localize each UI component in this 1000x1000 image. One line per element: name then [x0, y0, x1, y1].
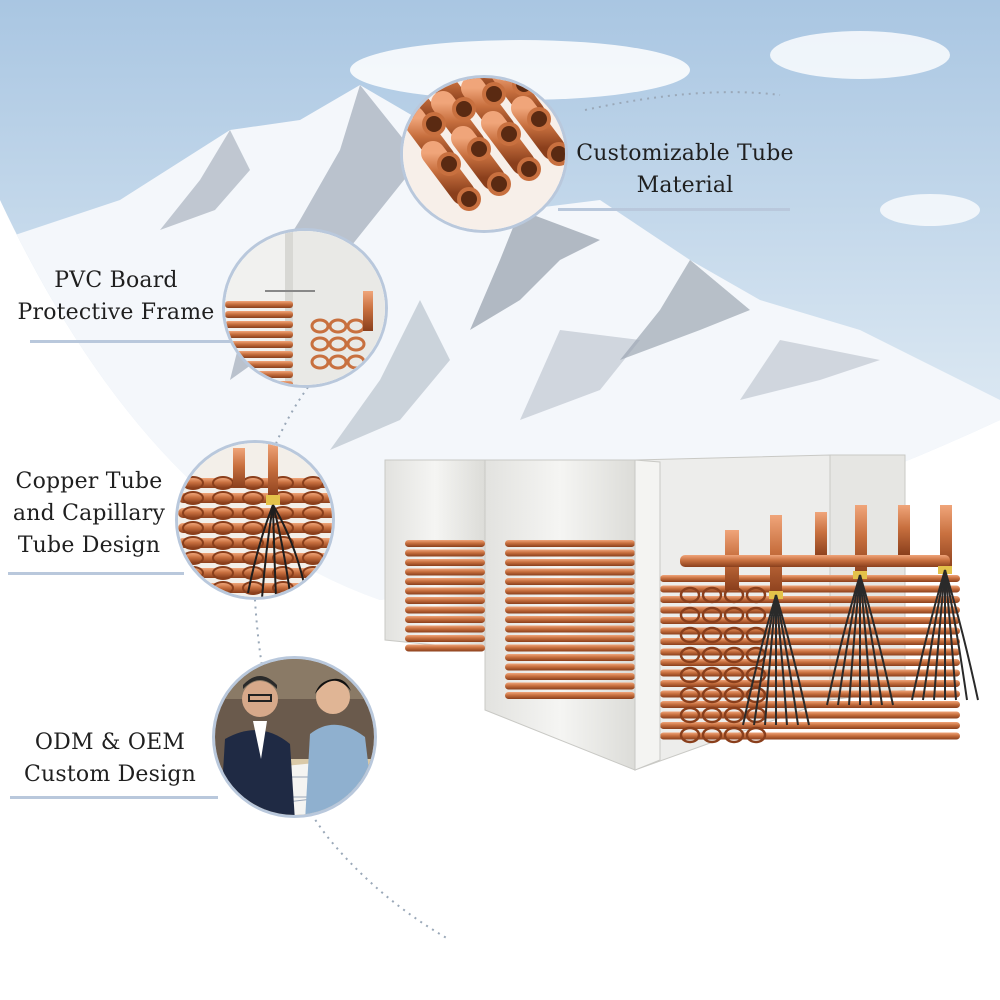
- copper-pipes-icon: [400, 75, 568, 233]
- feature-label-tube-material: Customizable Tube Material: [560, 138, 810, 202]
- feature-underline: [10, 796, 218, 799]
- label-line: Protective Frame: [17, 300, 215, 325]
- feature-label-capillary: Copper Tube and Capillary Tube Design: [5, 466, 173, 562]
- feature-underline: [558, 208, 790, 211]
- capillary-tube-icon: [175, 440, 335, 600]
- label-line: and Capillary: [12, 501, 166, 526]
- pvc-frame-icon: [222, 228, 388, 388]
- label-line: ODM & OEM: [34, 730, 186, 755]
- label-line: Copper Tube: [15, 469, 163, 494]
- label-line: Customizable Tube: [576, 141, 794, 166]
- label-line: Custom Design: [23, 762, 197, 787]
- feature-underline: [30, 340, 232, 343]
- label-line: Tube Design: [17, 533, 161, 558]
- feature-label-pvc-frame: PVC Board Protective Frame: [10, 265, 222, 329]
- feature-label-odm-oem: ODM & OEM Custom Design: [10, 727, 210, 791]
- label-line: Material: [636, 173, 734, 198]
- label-line: PVC Board: [54, 268, 178, 293]
- feature-underline: [8, 572, 184, 575]
- heat-exchanger-product: [384, 454, 979, 771]
- engineers-icon: [212, 656, 377, 818]
